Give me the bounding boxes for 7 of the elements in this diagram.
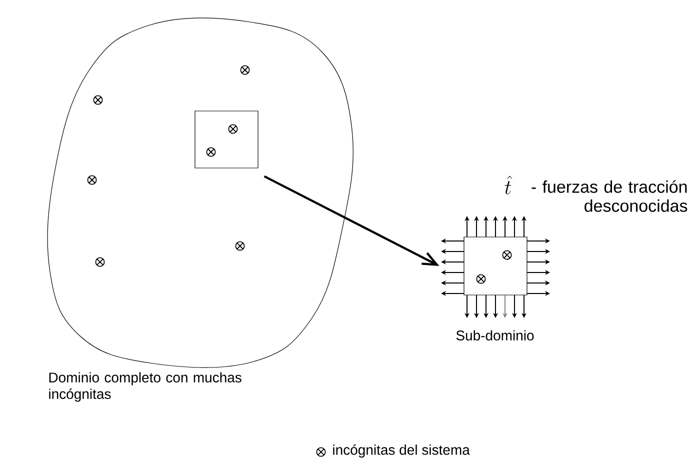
traction-symbol: $\hat{t}$	[504, 176, 512, 194]
selection-box	[194, 110, 258, 168]
arrow	[264, 175, 440, 266]
domain-caption: Dominio completo con muchas incógnitas	[49, 372, 242, 402]
traction-note: - fuerzas de tracción desconocidas	[532, 180, 688, 212]
legend-text: incógnitas del sistema	[333, 444, 470, 458]
subdomain-caption: Sub-dominio	[456, 330, 534, 340]
